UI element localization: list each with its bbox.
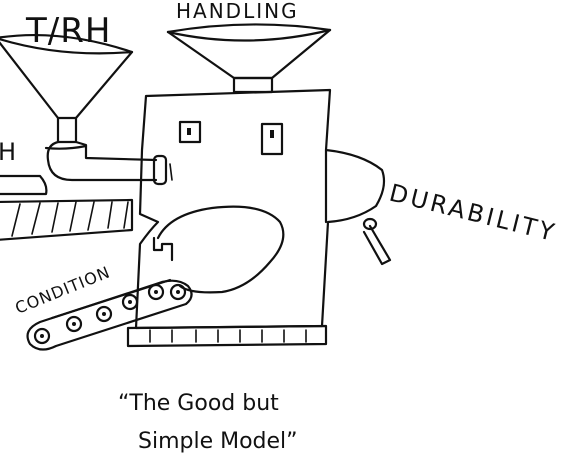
label-handling: HANDLING [176, 0, 299, 23]
trh-funnel [0, 34, 134, 144]
label-trh: T/RH [25, 11, 111, 51]
machine-mouth [152, 205, 285, 294]
durability-crank [362, 217, 392, 266]
handling-funnel [166, 23, 332, 94]
caption-line-1: “The Good but [118, 391, 279, 416]
machine-base [126, 324, 328, 348]
caption-line-2: Simple Model” [138, 429, 298, 454]
feed-pipe [44, 140, 173, 186]
left-conveyor [0, 174, 134, 241]
label-durability: DURABILITY [387, 179, 560, 248]
machine-body [134, 88, 386, 330]
machine-eyes [178, 120, 284, 156]
condition-conveyor [26, 278, 193, 351]
label-h: H [0, 138, 16, 166]
